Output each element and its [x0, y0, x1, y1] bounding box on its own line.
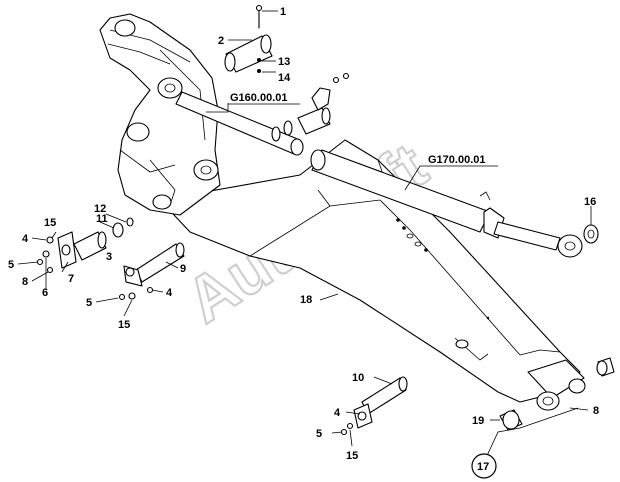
leader-lines: [17, 10, 592, 461]
callout-4-mid: 4: [166, 287, 173, 299]
callout-11: 11: [96, 213, 108, 225]
callout-8-left: 8: [22, 276, 28, 288]
boom-cylinder: [310, 149, 583, 258]
callout-15-bottom: 15: [346, 450, 358, 462]
callout-15-left: 15: [44, 217, 56, 229]
callout-19: 19: [472, 415, 484, 427]
callout-7: 7: [68, 273, 74, 285]
assembly-references: G160.00.01 G170.00.01: [230, 92, 486, 166]
swing-frame: [99, 13, 221, 216]
assembly-ref-g160: G160.00.01: [230, 92, 288, 104]
callout-3: 3: [106, 251, 112, 263]
left-hardware: [36, 217, 134, 274]
callout-1: 1: [280, 6, 286, 18]
callout-labels: 1 2 13 14 16 15 11 12 4 3 9 5 7 8 6 4 5 …: [8, 6, 599, 479]
callout-5-left: 5: [8, 259, 14, 271]
callout-16: 16: [584, 196, 596, 208]
pin-g160-group: [271, 72, 350, 142]
callout-5-mid: 5: [86, 297, 92, 309]
callout-4-left: 4: [22, 233, 29, 245]
callout-6: 6: [42, 287, 48, 299]
callout-14: 14: [278, 72, 291, 84]
callout-15-mid: 15: [118, 319, 130, 331]
boom-body: [159, 139, 586, 411]
callout-2: 2: [218, 35, 224, 47]
callout-18: 18: [300, 294, 312, 306]
pin-9-group: [118, 242, 185, 301]
callout-10: 10: [352, 372, 364, 384]
callout-17: 17: [477, 461, 489, 473]
bushings: [499, 224, 615, 431]
callout-9: 9: [180, 263, 186, 275]
assembly-ref-g170: G170.00.01: [428, 154, 486, 166]
callout-17-circle: [471, 453, 497, 479]
pin-10-group: [340, 376, 408, 436]
callout-8-right: 8: [593, 405, 599, 417]
pin-2-group: [224, 4, 273, 73]
callout-5-bottom: 5: [316, 428, 322, 440]
callout-13: 13: [278, 56, 290, 68]
upper-cylinder: [175, 91, 304, 156]
callout-4-bottom: 4: [334, 407, 341, 419]
callout-12: 12: [94, 203, 106, 215]
